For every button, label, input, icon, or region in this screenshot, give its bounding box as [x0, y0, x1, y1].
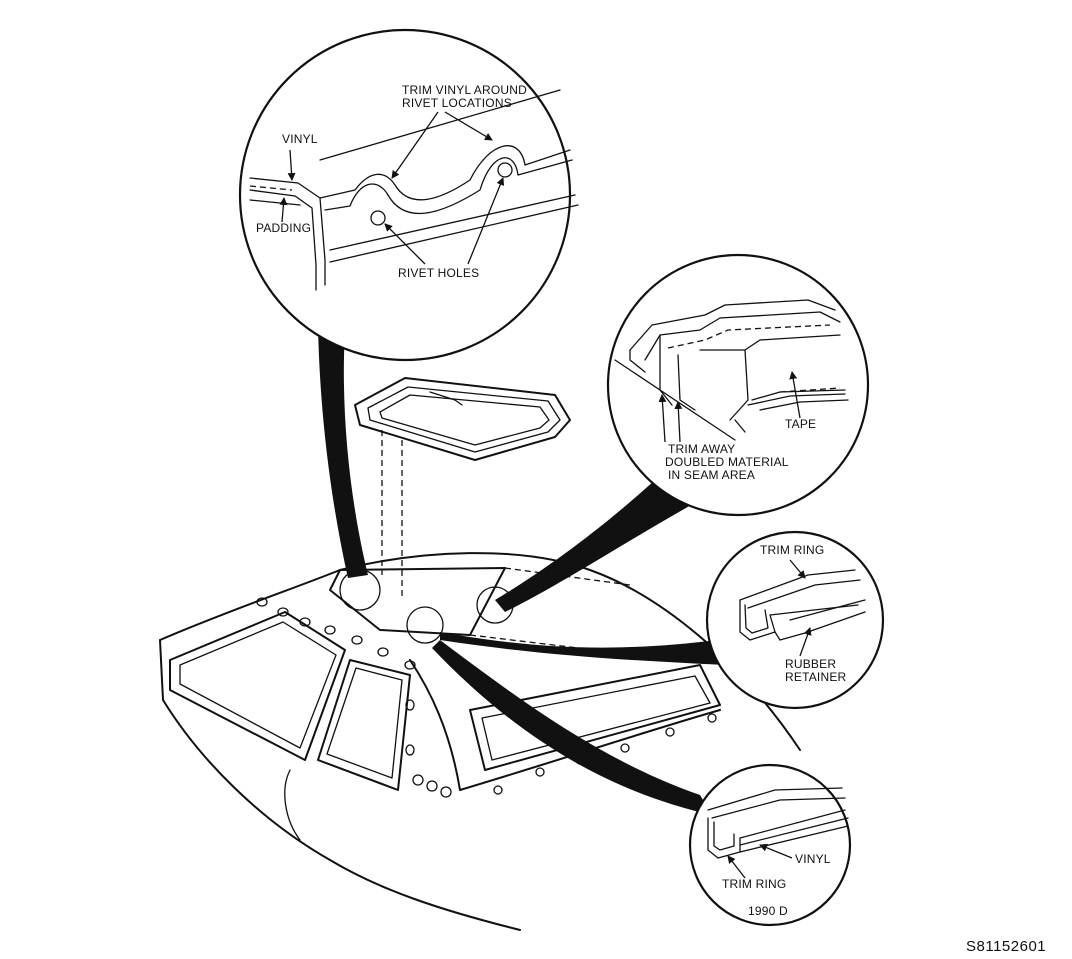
- callout-wedge-rubber: [440, 632, 725, 665]
- callout-wedge-top: [318, 325, 368, 578]
- label-padding: PADDING: [256, 221, 311, 235]
- sunroof-trim-ring-frame: [354, 377, 571, 600]
- label-vinyl-bottom: VINYL: [795, 852, 831, 866]
- label-trim-away-2: DOUBLED MATERIAL: [665, 455, 789, 469]
- detail-marker-tape: [476, 586, 514, 624]
- detail-marker-rivet: [339, 569, 381, 611]
- callout-wedge-tape: [495, 480, 700, 612]
- detail-marker-ring: [406, 606, 444, 644]
- label-vinyl: VINYL: [282, 132, 318, 146]
- callout-wedge-vinyl: [432, 640, 712, 815]
- label-trim-ring-top: TRIM RING: [760, 543, 824, 557]
- label-trim-away-3: IN SEAM AREA: [668, 468, 755, 482]
- detail-tape-seam: TAPE TRIM AWAY DOUBLED MATERIAL IN SEAM …: [606, 253, 870, 517]
- label-retainer: RETAINER: [785, 670, 847, 684]
- label-tape: TAPE: [785, 417, 816, 431]
- label-rivet-holes: RIVET HOLES: [398, 266, 479, 280]
- detail-vinyl-trim-ring: VINYL TRIM RING 1990 D: [688, 763, 852, 927]
- label-trim-vinyl-2: RIVET LOCATIONS: [402, 96, 512, 110]
- car-roof-illustration: [159, 552, 801, 931]
- figure-code: S81152601: [966, 938, 1046, 955]
- label-trim-vinyl-1: TRIM VINYL AROUND: [402, 83, 527, 97]
- detail-rivet-locations: TRIM VINYL AROUND RIVET LOCATIONS VINYL …: [238, 28, 579, 362]
- label-year-code: 1990 D: [748, 904, 788, 918]
- label-trim-away-1: TRIM AWAY: [668, 442, 735, 456]
- label-trim-ring-bottom: TRIM RING: [722, 877, 786, 891]
- detail-trim-ring-retainer: TRIM RING RUBBER RETAINER: [705, 530, 885, 710]
- label-rubber: RUBBER: [785, 657, 836, 671]
